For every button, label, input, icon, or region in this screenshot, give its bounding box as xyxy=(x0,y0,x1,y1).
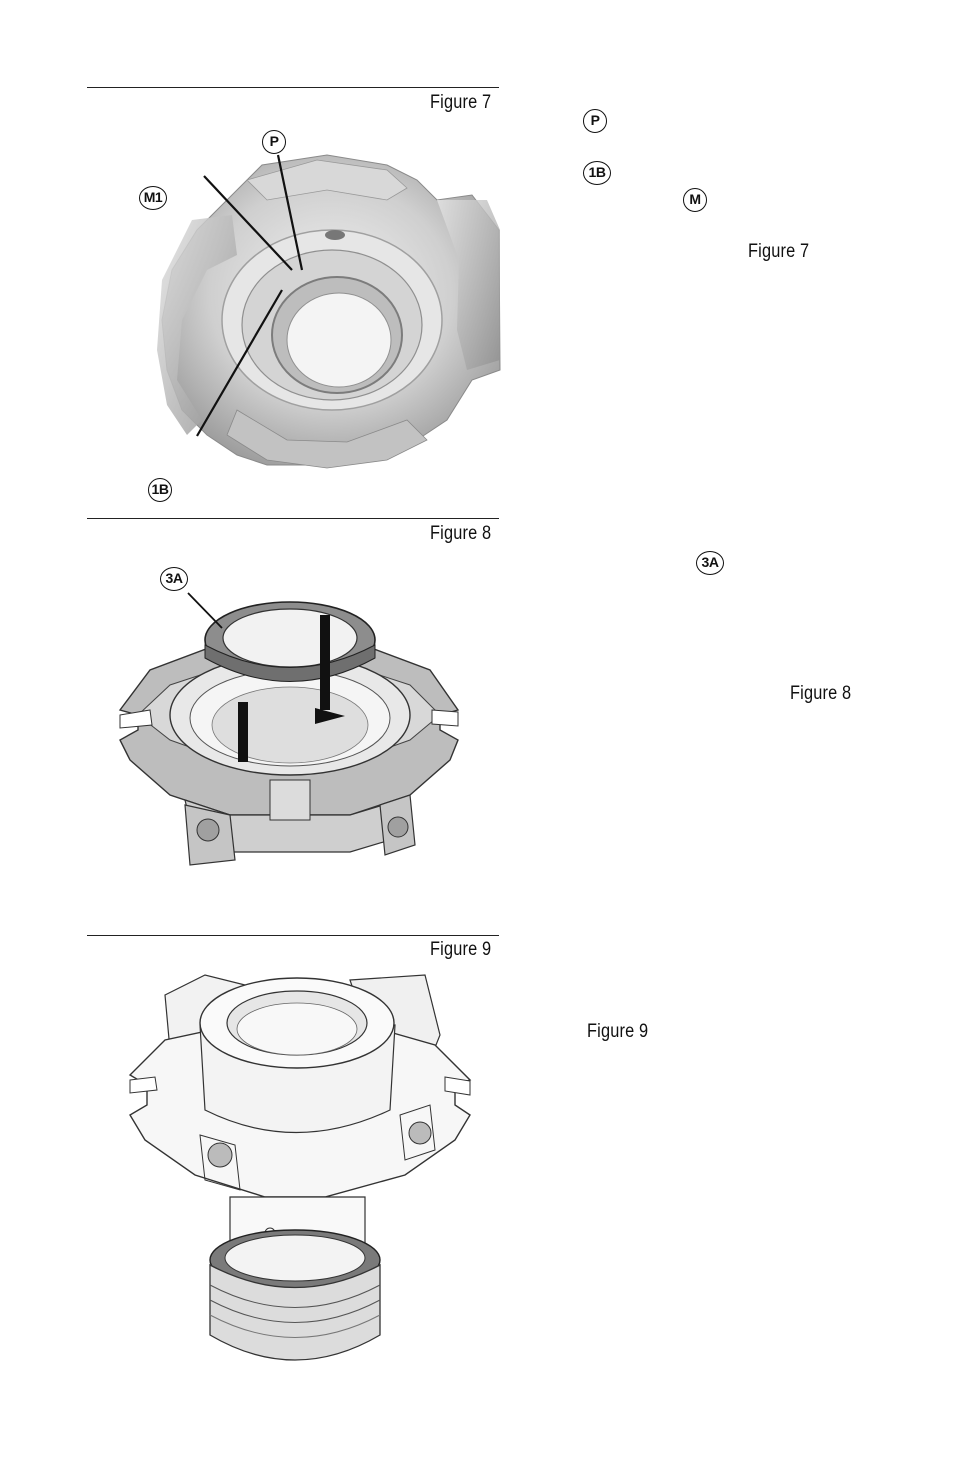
figure-8-label: Figure 8 xyxy=(430,523,492,544)
figure-8-gland-illustration xyxy=(118,592,460,866)
figure-9-assembly-illustration xyxy=(128,974,472,1361)
text-ref-figure-8: Figure 8 xyxy=(790,683,852,704)
text-ref-figure-9: Figure 9 xyxy=(587,1021,649,1042)
text-callout-3a: 3A xyxy=(696,551,724,575)
figure-7-callout-m1: M1 xyxy=(139,186,167,210)
figure-7-callout-1b: 1B xyxy=(148,478,172,502)
text-callout-p: P xyxy=(583,109,607,133)
figure-9-label: Figure 9 xyxy=(430,939,492,960)
figure-7-callout-p: P xyxy=(262,130,286,154)
text-callout-1b: 1B xyxy=(583,161,611,185)
figure-7-seal-photo xyxy=(157,154,501,469)
figure-7-label: Figure 7 xyxy=(430,92,492,113)
figure-8-rule xyxy=(87,518,499,519)
text-ref-figure-7: Figure 7 xyxy=(748,241,810,262)
figure-8-callout-3a: 3A xyxy=(160,567,188,591)
text-callout-m: M xyxy=(683,188,707,212)
figure-9-rule xyxy=(87,935,499,936)
figure-7-rule xyxy=(87,87,499,88)
